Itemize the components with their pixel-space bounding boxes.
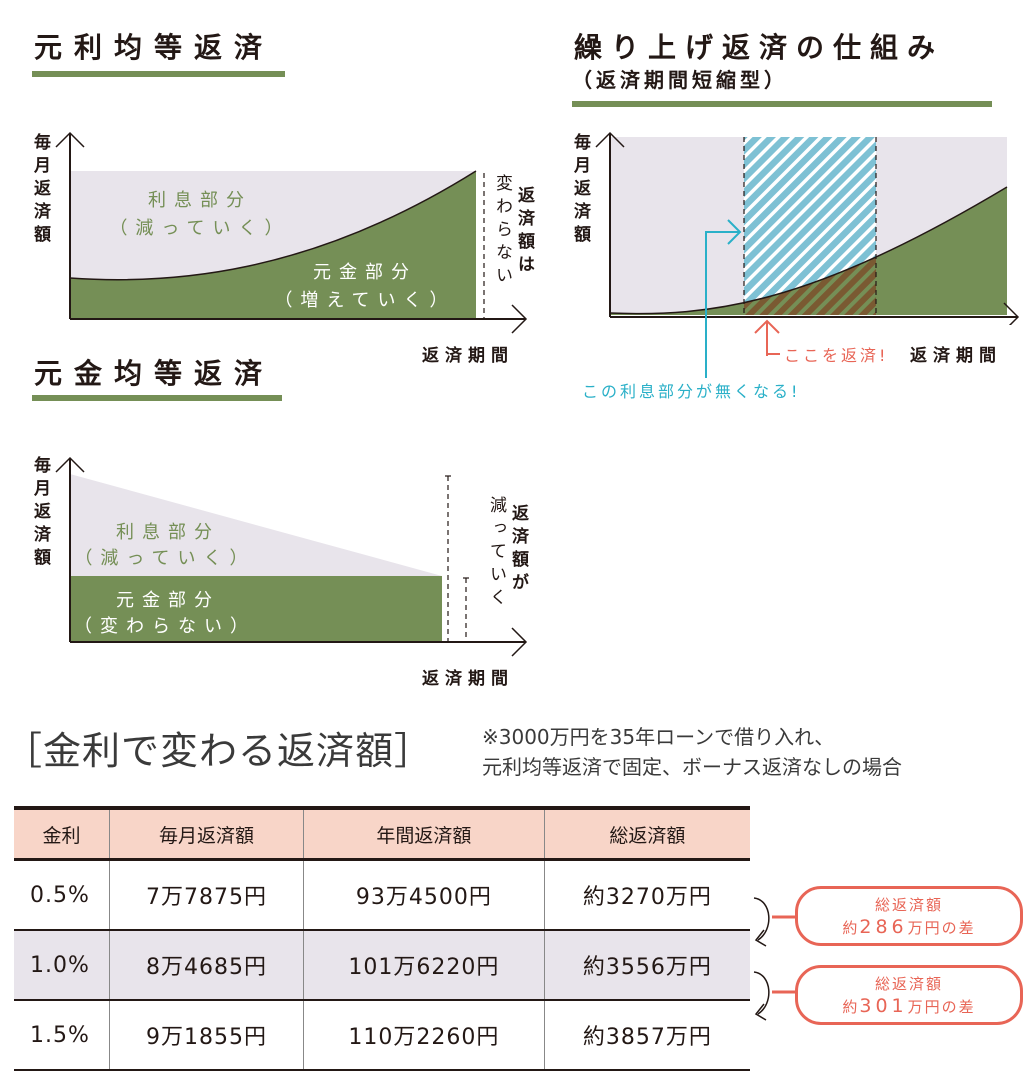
table-note-line2: 元利均等返済で固定、ボーナス返済なしの場合	[482, 755, 902, 779]
diagram1-chart	[55, 131, 528, 334]
diagram1-annotation-sub: 変わらない	[492, 174, 512, 289]
diagram1-annotation-main: 返済額は	[514, 186, 534, 278]
diff-bubble-1-value: 約286万円の差	[798, 916, 1020, 939]
header-monthly: 毎月返済額	[109, 806, 304, 861]
cell-total: 約3857万円	[543, 1000, 750, 1071]
cell-total: 約3556万円	[543, 930, 750, 1001]
diagram3-y-axis-label: 毎月返済額	[570, 133, 590, 248]
diagram2-principal-sub: （変わらない）	[74, 616, 256, 637]
cell-rate: 1.5%	[14, 1000, 110, 1071]
interest-callout-arrow-icon	[705, 219, 742, 378]
diff-bubble-1: 総返済額 約286万円の差	[795, 886, 1023, 946]
diagram1-interest-sub: （減っていく）	[109, 218, 291, 239]
header-annual: 年間返済額	[302, 806, 545, 861]
diagram2-chart	[55, 456, 528, 657]
table-row: 1.0% 8万4685円 101万6220円 約3556万円	[14, 930, 750, 1001]
cell-rate: 1.0%	[14, 930, 110, 1001]
repay-callout: ここを返済!	[784, 346, 889, 365]
rate-table: 金利 毎月返済額 年間返済額 総返済額 0.5% 7万7875円 93万4500…	[14, 806, 750, 1071]
cell-monthly: 7万7875円	[109, 859, 304, 931]
diagram2-annotation-sub: 減っていく	[486, 496, 506, 611]
table-row: 1.5% 9万1855円 110万2260円 約3857万円	[14, 1000, 750, 1071]
diff-amount: 286	[859, 916, 908, 938]
diff-suffix: 万円の差	[907, 998, 976, 1016]
cell-total: 約3270万円	[543, 859, 750, 931]
diff-bubble-2-label: 総返済額	[874, 975, 943, 993]
diagram1-x-axis-label: 返済期間	[422, 346, 514, 366]
cell-rate: 0.5%	[14, 859, 110, 931]
diagram1-y-axis-label: 毎月返済額	[30, 133, 50, 248]
cell-monthly: 8万4685円	[109, 930, 304, 1001]
diagram2-interest-label: 利息部分	[116, 522, 220, 543]
header-total: 総返済額	[543, 806, 750, 861]
diagram2-annotation-main: 返済額が	[508, 504, 528, 596]
diagram1-interest-label: 利息部分	[148, 190, 252, 211]
diagram2-interest-sub: （減っていく）	[74, 548, 256, 569]
diagram1-principal-sub: （増えていく）	[274, 290, 456, 311]
diagram3-underline	[572, 101, 992, 107]
diagram1-principal-label: 元金部分	[313, 262, 417, 283]
cell-monthly: 9万1855円	[109, 1000, 304, 1071]
diagram2-y-axis-label: 毎月返済額	[30, 456, 50, 571]
table-row: 0.5% 7万7875円 93万4500円 約3270万円	[14, 859, 750, 931]
cell-annual: 93万4500円	[302, 859, 545, 931]
diff-bubble-2: 総返済額 約301万円の差	[795, 965, 1023, 1025]
diagram1-underline	[32, 71, 285, 77]
diff-bubble-2-value: 約301万円の差	[798, 995, 1020, 1018]
diagram2-x-axis-label: 返済期間	[422, 669, 514, 689]
diagram3-title: 繰り上げ返済の仕組み	[574, 31, 945, 64]
repay-callout-arrow-icon	[754, 319, 780, 356]
diff-arrows-icon	[753, 897, 796, 1021]
diff-prefix: 約	[842, 919, 860, 937]
diff-amount: 301	[859, 995, 908, 1017]
cell-annual: 101万6220円	[302, 930, 545, 1001]
diagram1-title: 元利均等返済	[34, 31, 275, 64]
cell-annual: 110万2260円	[302, 1000, 545, 1071]
interest-callout: この利息部分が無くなる!	[582, 382, 801, 401]
diagram3-chart	[595, 131, 1020, 325]
diff-bubble-1-label: 総返済額	[874, 896, 943, 914]
table-note-line1: ※3000万円を35年ローンで借り入れ、	[482, 725, 835, 749]
diagram3-subtitle: （返済期間短縮型）	[572, 68, 788, 92]
diff-suffix: 万円の差	[907, 919, 976, 937]
table-section-title: ［金利で変わる返済額］	[4, 729, 434, 773]
diagram2-underline	[32, 395, 282, 401]
header-rate: 金利	[14, 806, 110, 861]
diagram3-x-axis-label: 返済期間	[910, 346, 1002, 366]
table-header-row: 金利 毎月返済額 年間返済額 総返済額	[14, 806, 750, 861]
diagram2-principal-label: 元金部分	[116, 590, 220, 611]
diff-prefix: 約	[842, 998, 860, 1016]
diagram2-title: 元金均等返済	[34, 357, 275, 390]
